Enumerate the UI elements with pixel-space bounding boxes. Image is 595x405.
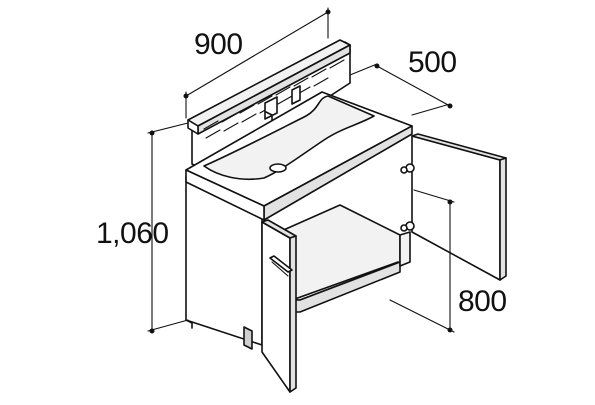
cabinet-interior-right (399, 231, 411, 267)
dimension-lines (147, 7, 455, 334)
door-hinge-icon (400, 163, 415, 232)
backsplash (187, 39, 351, 169)
left-door[interactable] (261, 219, 297, 393)
faucet-icon (264, 85, 301, 123)
dimension-counter-height-label: 800 (458, 285, 507, 318)
countertop (185, 91, 413, 221)
dimension-width-label: 900 (194, 28, 243, 61)
cabinet-interior-shelf (291, 261, 399, 301)
basin (203, 95, 375, 181)
dimension-depth-label: 500 (408, 46, 457, 79)
drain-icon (269, 163, 287, 173)
dimension-height-label: 1,060 (96, 217, 169, 250)
left-door-handle[interactable] (269, 255, 293, 273)
cabinet-body (185, 175, 411, 350)
backsplash-shelf-end (187, 119, 199, 135)
cabinet-left-plinth (185, 319, 193, 329)
countertop-left-edge (185, 169, 265, 221)
right-door[interactable] (400, 133, 507, 281)
cabinet-left-foot (243, 326, 253, 350)
shelf-slots (203, 59, 345, 139)
